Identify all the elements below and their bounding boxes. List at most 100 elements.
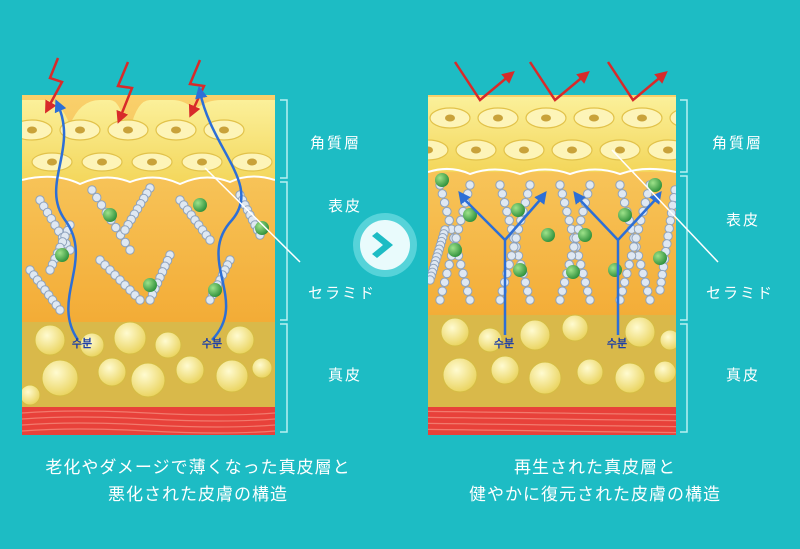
- red-reflect-arrow-3: [606, 61, 668, 102]
- ceramide-dot: [511, 203, 525, 217]
- right-moisture-label-2: 수분: [607, 337, 627, 350]
- corneum-cell: [525, 107, 567, 129]
- fat-cell: [22, 384, 41, 406]
- blue-moisture-arrow-1: [54, 99, 80, 341]
- chevron-right-icon: [372, 232, 393, 258]
- left-label-epidermis: 表皮: [328, 197, 363, 215]
- corneum-cell: [181, 152, 223, 172]
- corneum-cell: [59, 119, 101, 141]
- red-reflect-arrow-1: [453, 61, 515, 102]
- left-label-dermis: 真皮: [328, 366, 363, 384]
- ceramide-dot: [55, 248, 69, 262]
- left-layer-brackets: [280, 99, 288, 433]
- right-layer-brackets: [680, 99, 688, 433]
- ceramide-dot: [541, 228, 555, 242]
- right-protect-arrows: [453, 61, 668, 335]
- red-arrow-1: [45, 57, 64, 114]
- right-label-dermis: 真皮: [726, 366, 761, 384]
- corneum-cell: [31, 152, 73, 172]
- fat-cell: [34, 324, 66, 356]
- corneum-cell: [669, 110, 676, 126]
- corneum-cell: [429, 107, 471, 129]
- blue-moisture-arrow-right-1: [464, 199, 541, 335]
- corneum-cell: [647, 139, 676, 161]
- left-label-ceramide: セラミド: [308, 284, 377, 302]
- red-arrow-2: [116, 61, 134, 124]
- fat-cell: [528, 361, 562, 395]
- ceramide-dot: [648, 178, 662, 192]
- base-texture: [22, 422, 275, 428]
- corneum-cell: [131, 152, 173, 172]
- fat-cell: [97, 357, 127, 387]
- ceramide-dot: [255, 221, 269, 235]
- ceramide-dot: [653, 251, 667, 265]
- corneum-cell: [22, 119, 53, 141]
- ceramide-dot: [143, 278, 157, 292]
- left-corneum-border: [22, 175, 275, 186]
- ceramide-dot: [618, 208, 632, 222]
- ceramide-dot: [435, 173, 449, 187]
- corneum-cell: [81, 152, 123, 172]
- right-caption-line-1: 再生された真皮層と: [514, 458, 676, 478]
- next-arrow-button: [353, 213, 417, 277]
- blue-moisture-arrow-right-2: [579, 199, 656, 335]
- base-texture: [428, 428, 676, 434]
- corneum-cell: [621, 107, 663, 129]
- base-texture: [22, 416, 275, 422]
- fat-cell: [215, 359, 249, 393]
- corneum-cell: [155, 119, 197, 141]
- fat-cell: [442, 357, 478, 393]
- corneum-cell: [231, 152, 273, 172]
- collagen-fiber: [428, 225, 450, 285]
- fat-cell: [576, 358, 604, 386]
- base-texture: [428, 422, 676, 428]
- fat-cell: [41, 359, 79, 397]
- left-label-stratum-corneum: 角質層: [310, 134, 362, 152]
- left-skin-panel: [22, 95, 275, 435]
- ceramide-dot: [566, 265, 580, 279]
- collagen-fiber: [555, 180, 595, 305]
- base-texture: [428, 410, 676, 416]
- fat-cell: [624, 316, 656, 348]
- right-caption-line-2: 健やかに復元された皮膚の構造: [469, 485, 721, 505]
- fat-cell: [175, 355, 205, 385]
- ceramide-dot: [513, 263, 527, 277]
- left-caption-line-1: 老化やダメージで薄くなった真皮層と: [45, 458, 351, 478]
- base-texture: [22, 410, 275, 416]
- fat-cell: [113, 321, 147, 355]
- collagen-fiber: [25, 265, 65, 315]
- fat-cell: [519, 319, 551, 351]
- left-damage-arrows: [45, 57, 243, 341]
- fat-cell: [653, 360, 676, 384]
- corneum-cell: [599, 139, 641, 161]
- left-caption-line-2: 悪化された皮膚の構造: [108, 485, 288, 505]
- collagen-fiber: [145, 250, 175, 305]
- fat-cell: [251, 357, 273, 379]
- ceramide-dot: [608, 263, 622, 277]
- ceramide-dot: [578, 228, 592, 242]
- fat-cell: [130, 362, 166, 398]
- collagen-fiber: [175, 195, 215, 245]
- right-ceramide-pointer: [611, 149, 719, 263]
- ceramide-dot: [463, 208, 477, 222]
- corneum-cell: [573, 107, 615, 129]
- right-moisture-label-1: 수분: [494, 337, 514, 350]
- corneum-cell: [455, 139, 497, 161]
- fat-cell: [154, 331, 182, 359]
- left-ceramide-pointer: [204, 167, 301, 263]
- corneum-cell: [551, 139, 593, 161]
- fat-cell: [440, 317, 470, 347]
- collagen-fiber: [120, 183, 155, 235]
- ceramide-dot: [103, 208, 117, 222]
- right-label-stratum-corneum: 角質層: [712, 134, 764, 152]
- fat-cell: [79, 332, 105, 358]
- base-texture: [22, 428, 275, 434]
- corneum-cell: [503, 139, 545, 161]
- right-corneum-border: [428, 168, 676, 176]
- corneum-cell: [107, 119, 149, 141]
- right-caption: 再生された真皮層と 健やかに復元された皮膚の構造: [405, 455, 785, 509]
- left-caption: 老化やダメージで薄くなった真皮層と 悪化された皮膚の構造: [8, 455, 388, 509]
- ceramide-dot: [208, 283, 222, 297]
- base-texture: [428, 416, 676, 422]
